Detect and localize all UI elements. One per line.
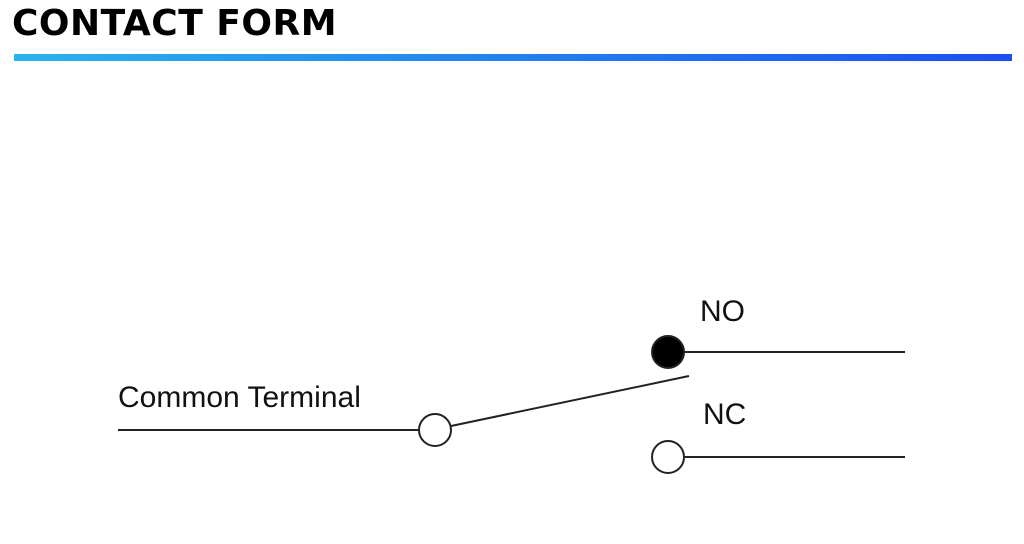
no-label: NO (700, 295, 745, 328)
title-underline-bar (14, 54, 1012, 61)
no-contact-node (651, 335, 685, 369)
nc-label: NC (703, 398, 746, 431)
switch-arm (450, 375, 690, 427)
common-terminal-label: Common Terminal (118, 381, 361, 414)
nc-contact-node (651, 440, 685, 474)
common-terminal-node (418, 413, 452, 447)
page-title: CONTACT FORM (12, 3, 338, 44)
